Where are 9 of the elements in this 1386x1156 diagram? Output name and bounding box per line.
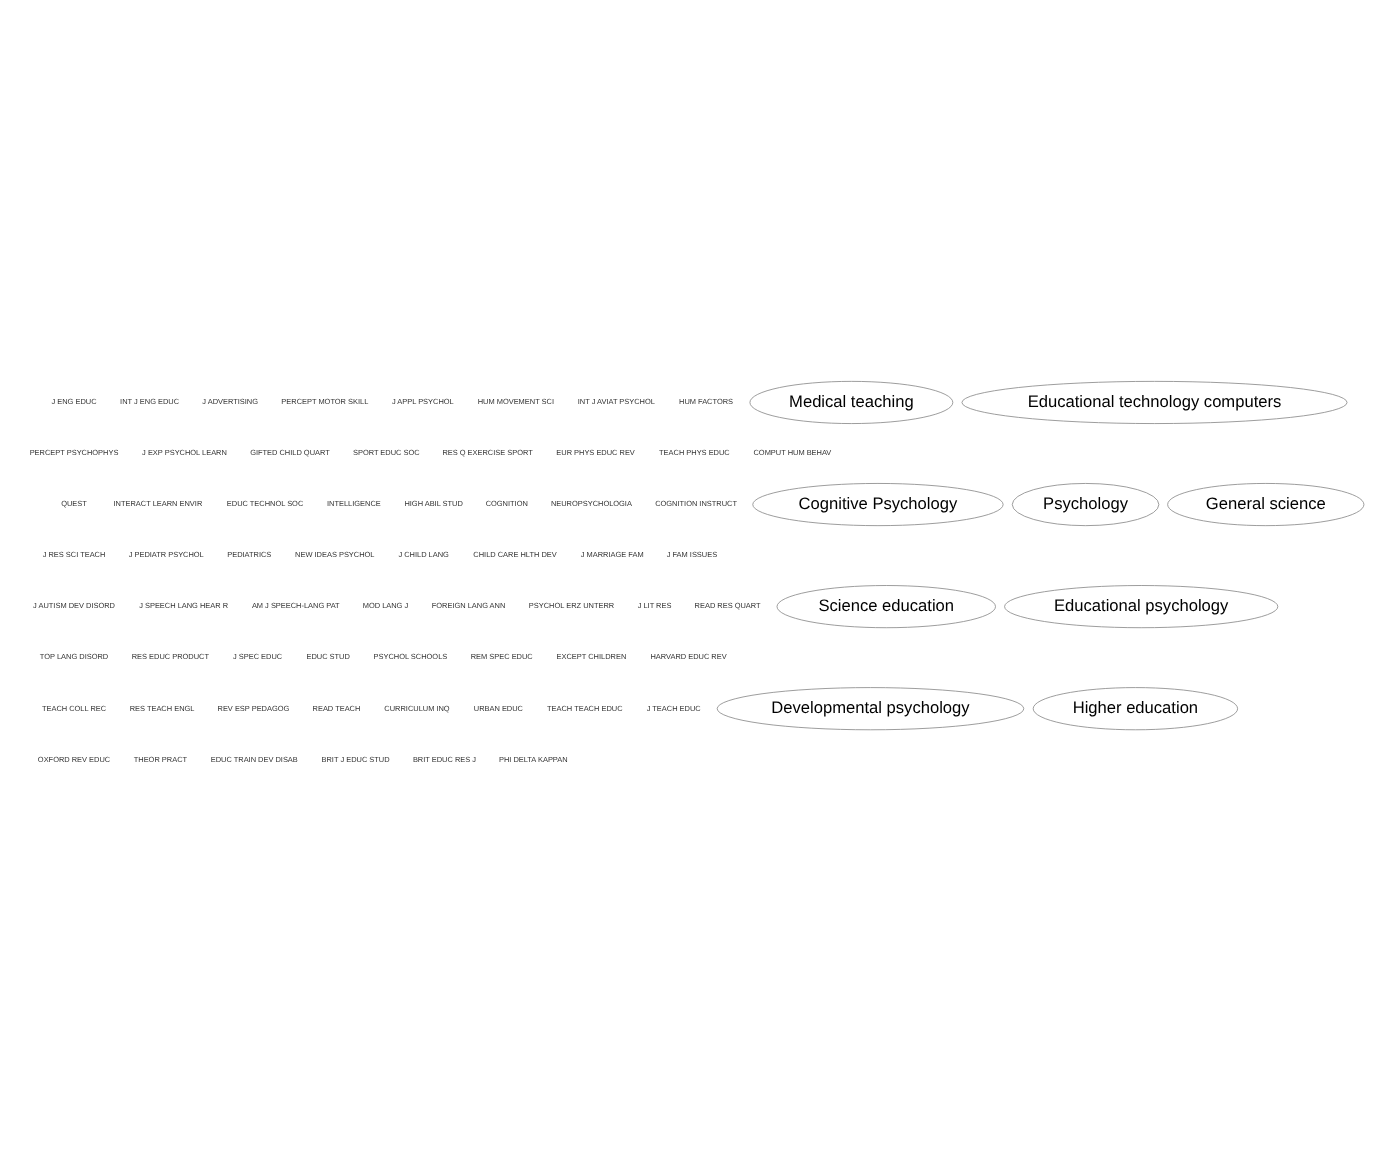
- node-ellipse: Educational psychology: [1004, 585, 1279, 629]
- node-ellipse: Developmental psychology: [716, 687, 1025, 731]
- node-ellipse: Psychology: [1011, 483, 1160, 527]
- node-ellipse: Higher education: [1032, 687, 1239, 731]
- node-ellipse: Educational technology computers: [961, 380, 1348, 424]
- node-ellipse: Cognitive Psychology: [752, 483, 1004, 527]
- node-ellipse: Science education: [776, 585, 996, 629]
- node-ellipse: Medical teaching: [749, 380, 954, 424]
- node-ellipse: General science: [1167, 483, 1365, 527]
